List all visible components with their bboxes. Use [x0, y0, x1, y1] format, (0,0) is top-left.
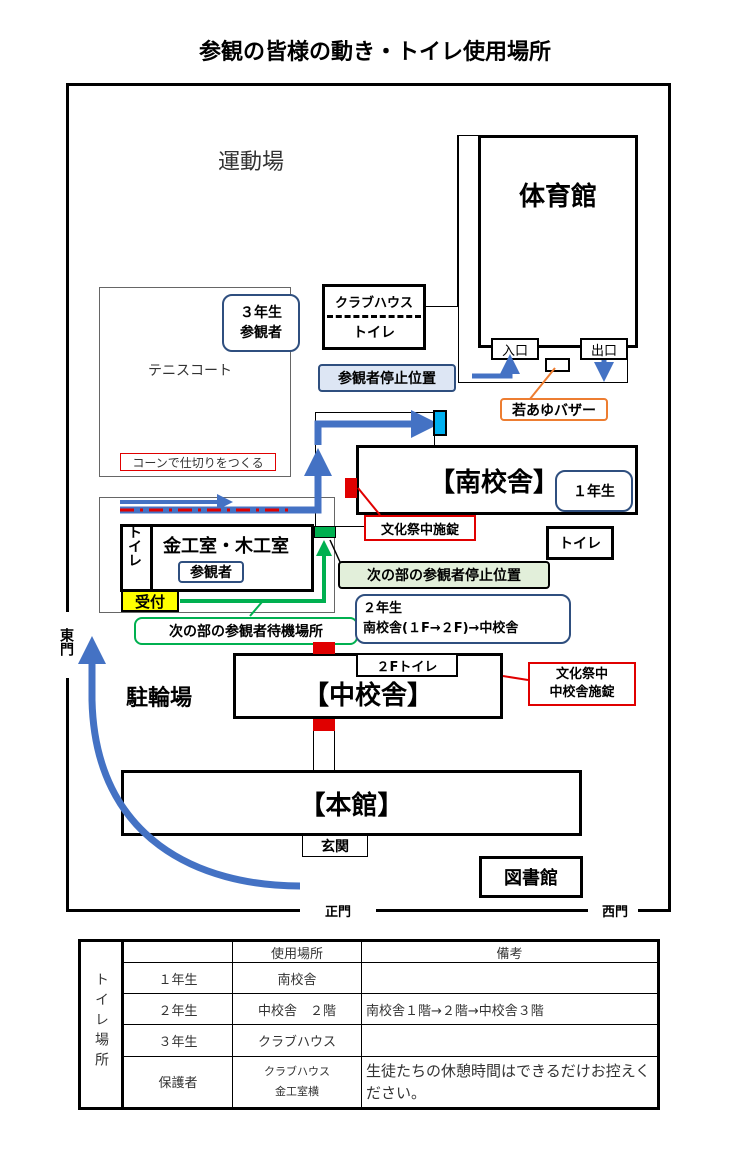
east-gate-gap [62, 612, 70, 678]
tennis-court-label: テニスコート [148, 363, 232, 379]
toilet-vertical-box [120, 524, 153, 592]
table-header-row: トイレ場所 使用場所 備考 [79, 939, 659, 1109]
lock-marker-south [345, 478, 357, 498]
south-building-label: 【南校舎】 [429, 467, 560, 498]
table-cell: 保護者 [122, 1055, 233, 1110]
club-house-toilet-label: トイレ [353, 325, 395, 341]
page-title: 参観の皆様の動き・トイレ使用場所 [198, 40, 551, 65]
west-gate-label: 西門 [602, 905, 629, 920]
library-label: 図書館 [504, 868, 558, 889]
gym: 体育館 [478, 135, 638, 348]
main-gate-label: 正門 [325, 905, 352, 920]
grade2-text: ２年生 南校舎(１F→２F)→中校舎 [363, 601, 519, 636]
next-stop-text: 次の部の参観者停止位置 [367, 568, 521, 584]
bicycle-label: 駐輪場 [126, 686, 193, 711]
toilet-vertical-label: トイレ [126, 525, 142, 567]
table-header-cell [122, 939, 233, 964]
table-cell: ３年生 [122, 1024, 233, 1057]
cone-note-label: コーンで仕切りをつくる [132, 455, 264, 470]
stop-position-marker [433, 410, 447, 436]
table-cell: 中校舎 ２階 [232, 993, 362, 1026]
table-header-cell: 使用場所 [232, 939, 362, 964]
gym-exit: 出口 [580, 338, 628, 360]
toilet-2f-label: ２Fトイレ [376, 659, 438, 675]
toilet-2f: ２Fトイレ [356, 653, 458, 677]
grade2-callout: ２年生 南校舎(１F→２F)→中校舎 [355, 594, 571, 644]
bazaar-stall [545, 358, 570, 372]
table-cell: クラブハウス [232, 1024, 362, 1057]
festival-lock-south-text: 文化祭中施錠 [380, 522, 459, 538]
corridor [313, 731, 335, 771]
table-header-cell: 備考 [361, 939, 659, 964]
entrance-label: 玄関 [321, 839, 349, 855]
toilet-table: トイレ場所 使用場所 備考 １年生 南校舎 ２年生 中校舎 ２階 南校舎１階→２… [78, 939, 660, 1110]
library: 図書館 [479, 856, 583, 898]
table-side-label: トイレ場所 [79, 940, 124, 1109]
east-gate-label: 東門 [58, 628, 74, 656]
gym-entrance-label: 入口 [501, 343, 528, 359]
stop-position-text: 参観者停止位置 [338, 371, 436, 387]
visitor-tag-text: 参観者 [190, 565, 232, 581]
west-gate-gap [588, 907, 638, 915]
table-cell [361, 962, 659, 995]
next-stop-marker [314, 526, 336, 538]
table-cell: 生徒たちの休憩時間はできるだけお控えください。 [361, 1055, 659, 1110]
table-cell: クラブハウス 金工室横 [232, 1055, 362, 1110]
gym-label: 体育館 [518, 182, 597, 212]
main-building: 【本館】 [121, 770, 582, 836]
next-stop-callout: 次の部の参観者停止位置 [338, 561, 550, 589]
grade1-text: １年生 [573, 484, 615, 500]
cone-note: コーンで仕切りをつくる [120, 453, 276, 471]
main-building-label: 【本館】 [299, 790, 404, 821]
table-row: ２年生 中校舎 ２階 南校舎１階→２階→中校舎３階 [80, 993, 659, 1026]
grade3-callout-text: ３年生 参観者 [240, 305, 282, 341]
table-cell: 南校舎１階→２階→中校舎３階 [361, 993, 659, 1026]
grade1-callout: １年生 [555, 470, 633, 512]
visitor-tag: 参観者 [178, 561, 244, 583]
club-house: クラブハウス トイレ [322, 284, 426, 350]
sports-field-label: 運動場 [218, 150, 285, 175]
side-label-text: トイレ場所 [93, 971, 109, 1072]
bazaar-text: 若あゆバザー [512, 402, 596, 419]
south-toilet: トイレ [546, 526, 614, 560]
lock-marker-mid-top [313, 642, 335, 654]
reception: 受付 [121, 590, 179, 612]
table-cell [361, 1024, 659, 1057]
festival-lock-middle: 文化祭中 中校舎施錠 [528, 662, 636, 706]
lock-marker-mid-bottom [313, 719, 335, 731]
entrance: 玄関 [302, 835, 368, 857]
gym-entrance: 入口 [491, 338, 539, 360]
main-gate-gap [300, 907, 376, 915]
next-wait-callout: 次の部の参観者待機場所 [134, 617, 358, 645]
club-house-wall-v [457, 135, 458, 307]
bazaar-callout: 若あゆバザー [500, 398, 608, 421]
club-house-label: クラブハウス [334, 295, 413, 311]
table-row: １年生 南校舎 [80, 962, 659, 995]
stop-position-callout: 参観者停止位置 [318, 364, 456, 392]
table-cell: 南校舎 [232, 962, 362, 995]
reception-label: 受付 [134, 592, 165, 611]
table-row: 保護者 クラブハウス 金工室横 生徒たちの休憩時間はできるだけお控えください。 [80, 1055, 659, 1110]
gym-exit-label: 出口 [590, 343, 617, 359]
metal-wood-label: 金工室・木工室 [163, 536, 289, 557]
table-row: ３年生 クラブハウス [80, 1024, 659, 1057]
south-toilet-label: トイレ [559, 536, 601, 552]
table-cell: １年生 [122, 962, 233, 995]
festival-lock-middle-text: 文化祭中 中校舎施錠 [549, 667, 615, 700]
club-house-divider [327, 315, 421, 318]
middle-building-label: 【中校舎】 [302, 680, 433, 711]
table-cell: ２年生 [122, 993, 233, 1026]
festival-lock-south: 文化祭中施錠 [364, 515, 476, 541]
grade3-callout: ３年生 参観者 [222, 294, 300, 352]
next-wait-text: 次の部の参観者待機場所 [169, 624, 323, 640]
club-house-wall [426, 306, 458, 307]
